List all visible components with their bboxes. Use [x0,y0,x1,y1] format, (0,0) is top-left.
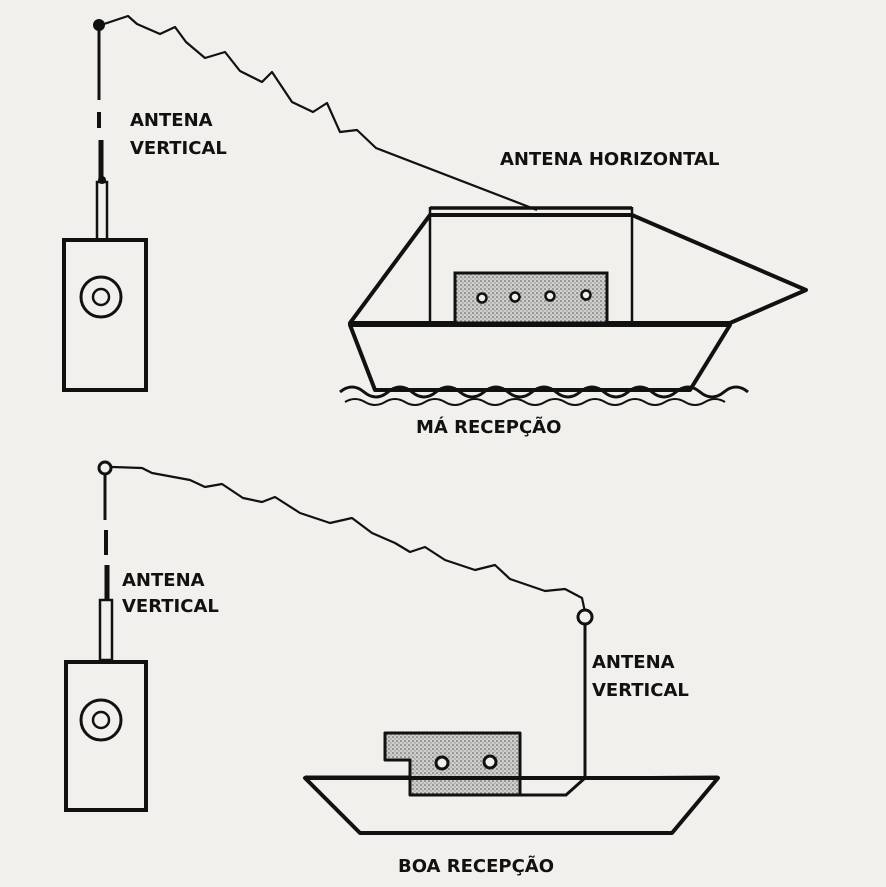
concentric-circles-icon [79,698,123,742]
top-left-antenna-label-line2: VERTICAL [130,138,227,159]
concentric-circles-icon [79,275,123,319]
bottom-left-antenna-label-line1: ANTENA [122,570,205,591]
top-boat [339,206,808,406]
top-left-antenna-label-line1: ANTENA [130,110,213,131]
horizontal-antenna-label: ANTENA HORIZONTAL [500,149,719,170]
bottom-walkie-antenna [97,460,114,662]
bottom-signal-path [111,465,587,613]
top-signal-path [103,14,538,212]
bottom-walkie-talkie [64,660,148,812]
bottom-scene: ANTENA VERTICAL ANTENA VERTICAL [64,460,720,877]
top-walkie-antenna [93,19,109,242]
top-scene: ANTENA VERTICAL ANTENA HORIZONTAL [62,14,808,438]
top-caption: MÁ RECEPÇÃO [416,415,561,438]
boat-antenna-label-line1: ANTENA [592,652,675,673]
bottom-caption: BOA RECEPÇÃO [398,854,554,877]
bottom-left-antenna-label-line2: VERTICAL [122,596,219,617]
top-walkie-talkie [62,238,148,392]
boat-antenna-label-line2: VERTICAL [592,680,689,701]
bottom-boat [303,608,720,835]
